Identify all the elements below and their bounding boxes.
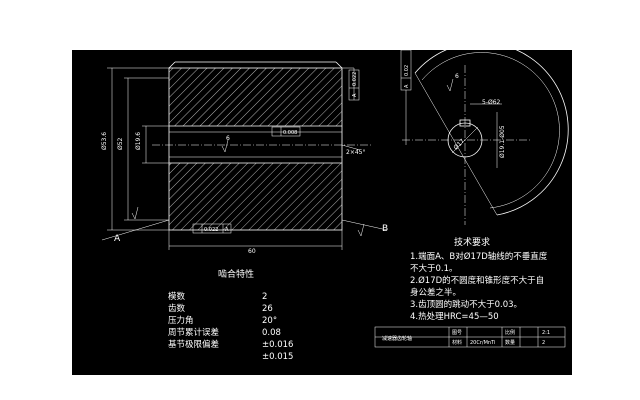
section-view [101,61,407,250]
dim-keyway-width: 5-Ø62 [482,99,501,106]
dim-bore-dia: Ø19.6 [135,132,142,150]
svg-text:1.端面A、B对Ø17D轴线的不垂直度: 1.端面A、B对Ø17D轴线的不垂直度 [410,251,548,262]
dim-length: 60 [248,248,256,255]
svg-text:材料: 材料 [452,339,462,346]
svg-text:±0.015: ±0.015 [262,352,293,362]
title-block: 减速器齿轮轴 图号 比例 2:1 材料 20Cr/MnTi 数量 2 [374,326,566,348]
hatch-lower [169,163,342,230]
svg-text:A: A [352,93,358,97]
svg-text:0.022: 0.022 [352,72,358,86]
cad-drawing-canvas: Ø53.6 Ø52 Ø19.6 60 2×45° 6 0.022 A 0.008… [72,50,572,375]
fcf-top: 0.022 A [348,69,360,101]
dim-roughness: 6 [455,73,459,80]
svg-text:身公差之半。: 身公差之半。 [410,287,461,298]
svg-text:A: A [404,84,410,88]
svg-text:模数: 模数 [168,291,186,302]
svg-text:2.Ø17D的不圆度和锥形度不大于自: 2.Ø17D的不圆度和锥形度不大于自 [410,275,544,286]
svg-text:4.热处理HRC=45—50: 4.热处理HRC=45—50 [410,311,499,322]
dim-rough-bore: 6 [226,135,230,142]
svg-text:A: A [225,227,229,233]
svg-text:2: 2 [262,292,267,302]
dim-chamfer: 2×45° [346,149,365,156]
svg-text:数量: 数量 [505,339,515,346]
title-name: 减速器齿轮轴 [382,335,412,342]
svg-text:2:1: 2:1 [542,330,550,336]
dim-keyway-height: Ø19.1-Ø05 [499,125,506,158]
svg-text:齿数: 齿数 [168,303,186,314]
dim-bore-small: Ø17 [452,138,466,152]
svg-text:0.008: 0.008 [283,130,297,136]
svg-text:比例: 比例 [505,329,515,336]
tech-notes: 1.端面A、B对Ø17D轴线的不垂直度 不大于0.1。 2.Ø17D的不圆度和锥… [410,251,548,322]
svg-text:图号: 图号 [452,330,462,336]
hatch-upper [169,68,342,126]
mesh-title: 啮合特性 [218,268,254,280]
fcf-side: 0.02 A [400,50,412,91]
end-view [402,50,569,225]
svg-text:0.08: 0.08 [262,328,281,338]
svg-text:0.022: 0.022 [204,227,218,233]
tech-title: 技术要求 [454,236,490,248]
mesh-table: 模数 2 齿数 26 压力角 20° 周节累计误差 0.08 基节极限偏差 ±0… [168,291,293,362]
dim-mid-dia: Ø52 [117,137,124,150]
svg-text:26: 26 [262,304,273,314]
svg-text:不大于0.1。: 不大于0.1。 [410,263,458,274]
datum-a: A [114,234,121,244]
gear-drawing: Ø53.6 Ø52 Ø19.6 60 2×45° 6 0.022 A 0.008… [101,50,569,362]
fcf-bottom: 0.022 A [192,223,232,234]
svg-text:2: 2 [542,340,545,346]
svg-text:20°: 20° [262,316,277,326]
dim-outer-dia: Ø53.6 [101,132,108,150]
svg-text:20Cr/MnTi: 20Cr/MnTi [470,340,495,346]
svg-text:压力角: 压力角 [168,315,194,326]
svg-text:3.齿顶圆的跳动不大于0.03。: 3.齿顶圆的跳动不大于0.03。 [410,299,522,310]
svg-text:周节累计误差: 周节累计误差 [168,327,219,338]
datum-b: B [382,224,388,234]
svg-text:±0.016: ±0.016 [262,340,293,350]
svg-text:0.02: 0.02 [404,65,410,76]
fcf-bore: 0.008 [271,126,301,137]
svg-text:基节极限偏差: 基节极限偏差 [168,339,219,350]
